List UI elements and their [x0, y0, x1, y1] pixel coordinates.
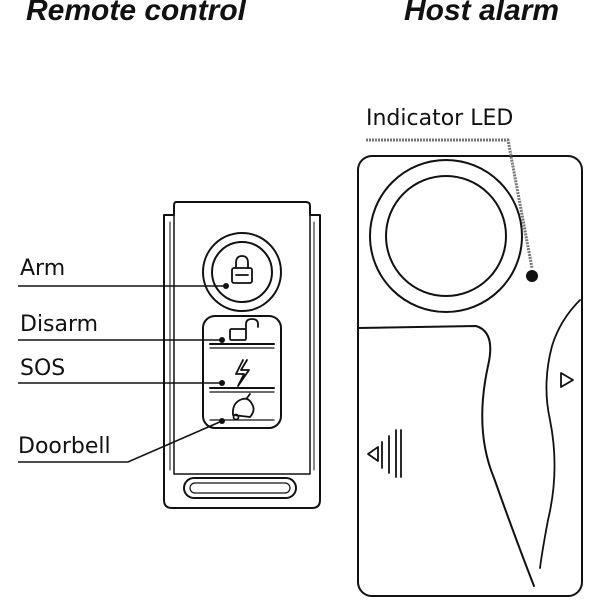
sos-button[interactable]	[209, 387, 275, 393]
disarm-label: Disarm	[20, 312, 99, 337]
doorbell-label: Doorbell	[18, 434, 111, 459]
lightning-icon	[235, 359, 250, 387]
remote-grip-slot	[183, 477, 297, 499]
remote-control-title: Remote control	[26, 0, 247, 27]
sos-leader-line	[18, 380, 225, 386]
bell-icon	[231, 393, 255, 421]
remote-control-body	[163, 201, 321, 509]
indicator-led-label: Indicator LED	[366, 106, 514, 131]
arm-label: Arm	[20, 256, 66, 281]
doorbell-leader-line	[18, 418, 225, 463]
padlock-open-icon	[229, 318, 259, 341]
disarm-leader-line	[18, 337, 225, 343]
sos-label: SOS	[20, 356, 66, 381]
host-alarm-title: Host alarm	[404, 0, 560, 27]
disarm-button[interactable]	[209, 343, 275, 349]
indicator-led-leader-line	[366, 138, 534, 269]
host-sliding-cover[interactable]	[357, 325, 535, 587]
speaker-grille	[369, 159, 523, 313]
triangle-right-icon	[560, 372, 574, 388]
button-stack	[202, 315, 282, 429]
arm-leader-line	[18, 283, 229, 289]
padlock-closed-icon	[231, 255, 253, 284]
triangle-left-icon	[367, 429, 402, 478]
host-side-rail	[539, 299, 581, 569]
arm-button[interactable]	[202, 232, 282, 312]
indicator-led	[526, 270, 538, 282]
host-alarm-body	[357, 155, 583, 597]
